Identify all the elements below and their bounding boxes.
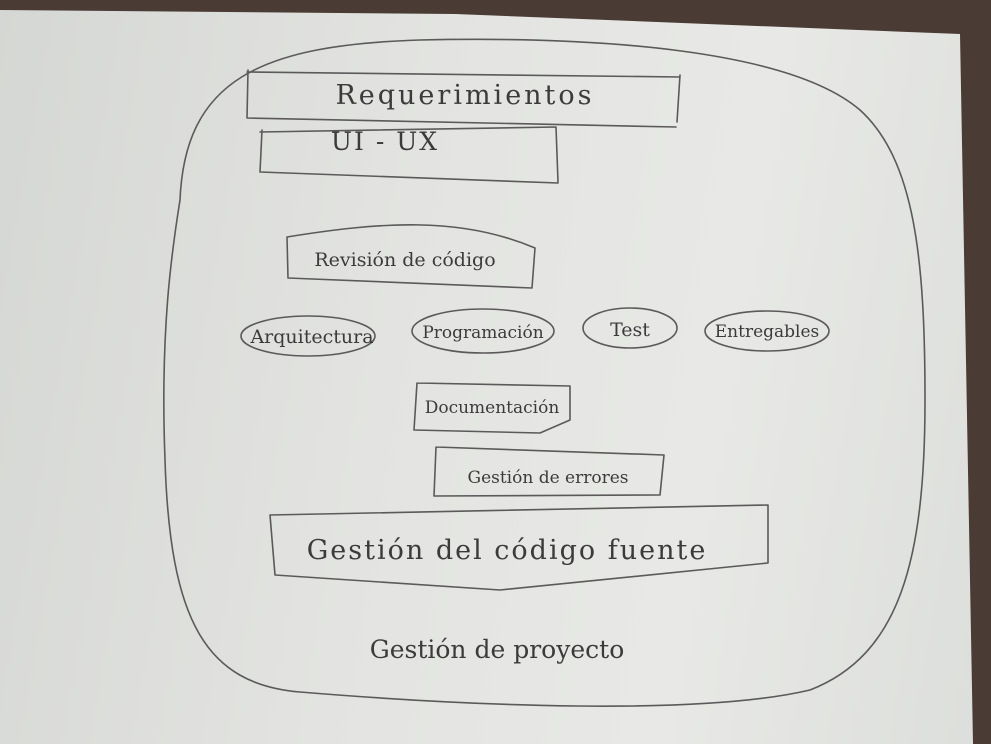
node-gestion-codigo: Gestión del código fuente: [269, 504, 769, 591]
node-requerimientos-box: [246, 69, 681, 128]
node-documentacion-box: [413, 382, 571, 434]
node-programacion-ellipse: [411, 308, 555, 354]
node-test-label: Test: [610, 319, 650, 341]
node-arquitectura-ellipse: [240, 315, 376, 357]
node-entregables-label: Entregables: [715, 322, 820, 342]
node-test: Test: [582, 307, 678, 349]
node-revision-label: Revisión de código: [314, 249, 495, 271]
project-container-label: Gestión de proyecto: [370, 635, 625, 664]
project-container-outline: [163, 38, 926, 707]
node-documentacion: Documentación: [413, 382, 571, 434]
node-test-ellipse: [582, 307, 678, 349]
node-gestion-codigo-box: [269, 504, 769, 591]
node-entregables-ellipse: [704, 310, 830, 352]
node-programacion: Programación: [411, 308, 555, 354]
node-requerimientos-label: Requerimientos: [335, 80, 594, 111]
node-ui-ux: UI - UX: [259, 126, 559, 184]
node-arquitectura: Arquitectura: [240, 315, 376, 357]
node-gestion-errores: Gestión de errores: [433, 446, 665, 497]
node-documentacion-label: Documentación: [425, 398, 560, 418]
node-arquitectura-label: Arquitectura: [249, 326, 373, 348]
node-entregables: Entregables: [704, 310, 830, 352]
node-revision: Revisión de código: [286, 224, 536, 289]
node-ui-ux-label: UI - UX: [331, 127, 439, 156]
node-gestion-errores-box: [433, 446, 665, 497]
node-programacion-label: Programación: [422, 323, 543, 343]
node-ui-ux-box: [259, 126, 559, 184]
node-revision-box: [286, 224, 536, 289]
node-gestion-errores-label: Gestión de errores: [467, 468, 628, 488]
node-gestion-codigo-label: Gestión del código fuente: [307, 535, 708, 566]
node-requerimientos: Requerimientos: [246, 69, 681, 128]
